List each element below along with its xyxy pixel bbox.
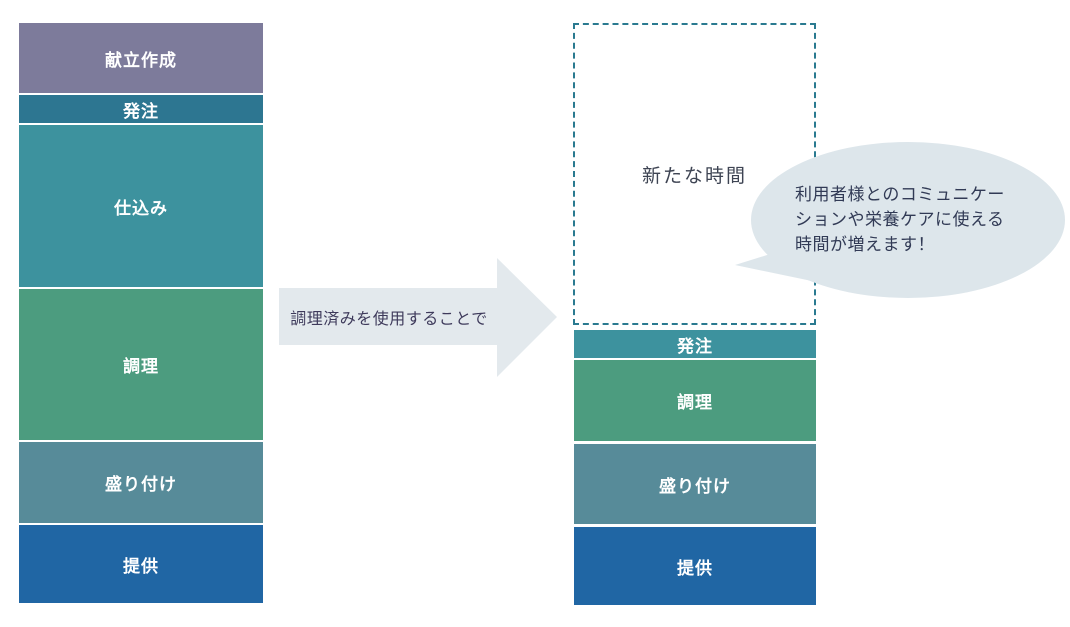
speech-bubble-text: 利用者様とのコミュニケー ションや栄養ケアに使える 時間が増えます！ xyxy=(795,182,1035,257)
right-arrow-shape xyxy=(279,258,557,377)
block-ordering: 発注 xyxy=(19,95,263,123)
block-cooking-label: 調理 xyxy=(123,357,159,376)
block-cooking: 調理 xyxy=(19,289,263,440)
block-ordering-label: 発注 xyxy=(123,101,159,121)
block-plating-after: 盛り付け xyxy=(574,444,816,524)
speech-bubble-line-1: 利用者様とのコミュニケー xyxy=(795,185,1005,204)
arrow-caption: 調理済みを使用することで xyxy=(290,310,488,328)
block-plating-after-label: 盛り付け xyxy=(659,476,731,496)
right-arrow-icon xyxy=(279,258,557,377)
block-prep-label: 仕込み xyxy=(114,198,168,218)
block-menu-planning: 献立作成 xyxy=(19,23,263,93)
block-serving-label: 提供 xyxy=(123,556,159,576)
new-time-label: 新たな時間 xyxy=(641,165,747,187)
block-cooking-after-label: 調理 xyxy=(677,393,713,412)
speech-bubble-icon xyxy=(735,142,1065,298)
block-plating-label: 盛り付け xyxy=(105,475,177,494)
speech-bubble-line-3: 時間が増えます！ xyxy=(795,235,935,254)
new-time-box: 新たな時間 xyxy=(573,23,816,325)
speech-bubble-body xyxy=(751,142,1065,298)
speech-bubble-line-2: ションや栄養ケアに使える xyxy=(795,210,1005,229)
block-serving-after: 提供 xyxy=(574,527,816,605)
block-menu-planning-label: 献立作成 xyxy=(105,50,177,70)
block-serving-after-label: 提供 xyxy=(677,558,713,578)
block-prep: 仕込み xyxy=(19,125,263,287)
block-ordering-after-label: 発注 xyxy=(677,336,713,356)
block-cooking-after: 調理 xyxy=(574,360,816,441)
block-serving: 提供 xyxy=(19,525,263,603)
block-plating: 盛り付け xyxy=(19,442,263,523)
block-ordering-after: 発注 xyxy=(574,330,816,358)
